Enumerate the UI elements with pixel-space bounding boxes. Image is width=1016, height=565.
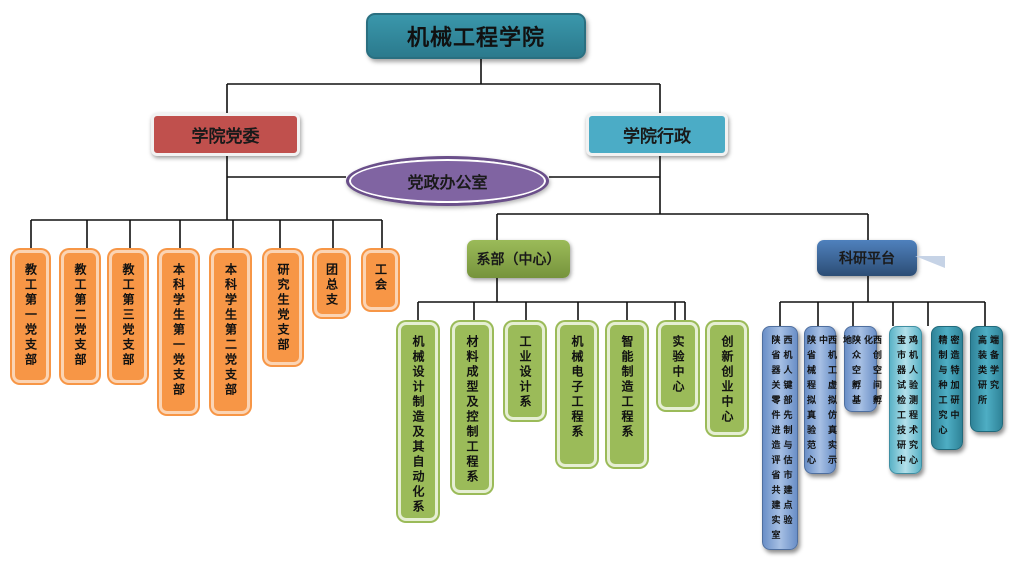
party-committee-box: 学院党委 bbox=[151, 113, 300, 156]
department-box: 机械电子工程系 bbox=[557, 322, 597, 467]
research-item-right-text: 密造特加研中 bbox=[948, 335, 959, 425]
party-branch-box: 教工第三党支部 bbox=[109, 250, 147, 383]
party-branch-label: 本科学生第二党支部 bbox=[223, 263, 238, 398]
departments-label: 系部（中心） bbox=[476, 252, 561, 268]
party-branch-label: 研究生党支部 bbox=[276, 263, 290, 353]
department-label: 机械电子工程系 bbox=[570, 335, 584, 440]
party-admin-office-label: 党政办公室 bbox=[407, 173, 488, 192]
party-branch-label: 团总支 bbox=[324, 263, 339, 308]
party-branch-box: 工会 bbox=[363, 250, 398, 310]
research-platform-box: 科研平台 bbox=[817, 240, 917, 276]
party-branch-label: 本科学生第一党支部 bbox=[171, 263, 186, 398]
party-branch-box: 团总支 bbox=[314, 250, 349, 317]
party-branch-box: 教工第一党支部 bbox=[12, 250, 49, 383]
research-platform-item: 陕省械程拟真验范心 西机工虚拟仿真实示中 bbox=[804, 326, 836, 474]
party-branch-label: 教工第二党支部 bbox=[73, 263, 87, 368]
departments-box: 系部（中心） bbox=[467, 240, 570, 278]
department-box: 创新创业中心 bbox=[707, 322, 747, 435]
research-item-right-text: 西机工虚拟仿真实示中 bbox=[817, 335, 836, 470]
research-platform-item: 高装类研所 端备学究 bbox=[970, 326, 1003, 432]
party-branch-label: 工会 bbox=[373, 263, 388, 293]
research-item-left-text: 精制与种工究心 bbox=[936, 335, 947, 440]
college-title-box: 机械工程学院 bbox=[366, 13, 586, 59]
department-label: 智能制造工程系 bbox=[620, 335, 634, 440]
research-item-left-text: 陕众空孵基地 bbox=[841, 335, 860, 410]
research-item-left-text: 高装类研所 bbox=[976, 335, 986, 410]
research-platform-item: 陕省器关零件进造评省共建实室 西机人键部先制与估市建点验 bbox=[762, 326, 798, 550]
department-box: 材料成型及控制工程系 bbox=[452, 322, 492, 493]
department-label: 实验中心 bbox=[671, 335, 685, 395]
administration-box: 学院行政 bbox=[586, 113, 728, 156]
party-branch-box: 本科学生第一党支部 bbox=[159, 250, 198, 414]
party-committee-label: 学院党委 bbox=[191, 127, 260, 147]
department-label: 创新创业中心 bbox=[720, 335, 734, 425]
decorative-shadow bbox=[915, 256, 945, 268]
college-title: 机械工程学院 bbox=[406, 26, 545, 51]
research-item-left-text: 陕省械程拟真验范心 bbox=[805, 335, 815, 470]
party-branch-box: 研究生党支部 bbox=[264, 250, 302, 365]
research-item-right-text: 端备学究 bbox=[988, 335, 998, 395]
research-item-right-text: 鸡机人验测程术究心 bbox=[907, 335, 917, 470]
department-label: 工业设计系 bbox=[518, 335, 532, 410]
party-admin-office-ellipse: 党政办公室 bbox=[346, 156, 549, 206]
research-platform-label: 科研平台 bbox=[839, 251, 895, 267]
party-branch-box: 本科学生第二党支部 bbox=[211, 250, 250, 414]
department-box: 机械设计制造及其自动化系 bbox=[398, 322, 438, 521]
administration-label: 学院行政 bbox=[623, 127, 691, 147]
department-label: 材料成型及控制工程系 bbox=[465, 335, 479, 485]
department-label: 机械设计制造及其自动化系 bbox=[411, 335, 425, 515]
party-branch-box: 教工第二党支部 bbox=[61, 250, 99, 383]
research-item-right-text: 西创空间孵化 bbox=[862, 335, 881, 410]
research-platform-item: 陕众空孵基地 西创空间孵化 bbox=[841, 326, 881, 412]
research-item-left-text: 陕省器关零件进造评省共建实室 bbox=[769, 335, 780, 545]
department-box: 智能制造工程系 bbox=[607, 322, 647, 467]
party-branch-label: 教工第一党支部 bbox=[23, 263, 38, 368]
research-platform-item: 精制与种工究心 密造特加研中 bbox=[931, 326, 963, 450]
research-item-right-text: 西机人键部先制与估市建点验 bbox=[781, 335, 792, 530]
department-box: 实验中心 bbox=[658, 322, 698, 410]
party-branch-label: 教工第三党支部 bbox=[121, 263, 135, 368]
research-item-left-text: 宝市器试检工技研中 bbox=[895, 335, 905, 470]
research-platform-item: 宝市器试检工技研中 鸡机人验测程术究心 bbox=[889, 326, 922, 474]
department-box: 工业设计系 bbox=[505, 322, 545, 420]
